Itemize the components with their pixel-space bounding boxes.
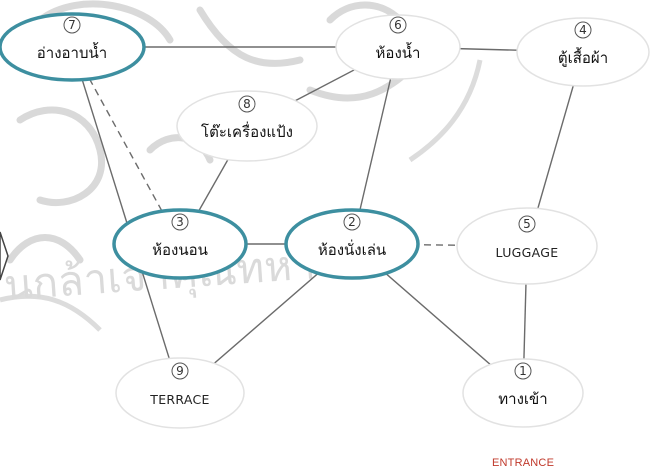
node-label: โต๊ะเครื่องแป้ง: [201, 121, 293, 141]
node-label: ห้องน้ำ: [376, 42, 421, 62]
side-arrow-marker: [0, 231, 9, 281]
node-n4: 4 ตู้เสื้อผ้า: [516, 17, 650, 87]
node-number: 7: [68, 18, 76, 32]
node-number: 4: [579, 23, 587, 37]
node-number: 9: [176, 364, 184, 378]
node-label: ตู้เสื้อผ้า: [558, 47, 608, 67]
node-number: 1: [519, 364, 527, 378]
node-number-circle: [389, 16, 407, 34]
node-ellipse: [0, 12, 146, 82]
node-number: 5: [523, 217, 531, 231]
node-n2: 2 ห้องนั่งเล่น: [284, 208, 420, 280]
node-n6: 6 ห้องน้ำ: [335, 14, 461, 80]
node-ellipse: [456, 207, 598, 285]
node-label: LUGGAGE: [496, 245, 559, 260]
node-ellipse: [176, 90, 318, 162]
node-number-circle: [343, 213, 361, 231]
node-number-circle: [238, 95, 256, 113]
node-number: 2: [348, 215, 356, 229]
node-n1: 1 ทางเข้า: [462, 358, 584, 428]
node-ellipse: [115, 357, 245, 429]
edge-n7-n9: [71, 46, 181, 394]
node-n3: 3 ห้องนอน: [112, 208, 248, 280]
node-n8: 8 โต๊ะเครื่องแป้ง: [176, 90, 318, 162]
node-number-circle: [63, 16, 81, 34]
node-ellipse: [284, 208, 420, 280]
nodes: 7 อ่างอาบน้ำ 6 ห้องน้ำ 4 ตู้เสื้อผ้า 8 โต๊ะเครื…: [0, 12, 650, 429]
node-number: 8: [243, 97, 251, 111]
node-label: ทางเข้า: [498, 390, 547, 408]
node-label: ห้องนั่งเล่น: [318, 239, 386, 259]
node-label: ห้องนอน: [152, 241, 208, 259]
node-label: TERRACE: [149, 392, 209, 407]
node-number-circle: [514, 362, 532, 380]
node-n7: 7 อ่างอาบน้ำ: [0, 12, 146, 82]
node-number-circle: [171, 362, 189, 380]
node-number-circle: [518, 215, 536, 233]
entrance-label: ENTRANCE: [492, 457, 554, 469]
node-label: อ่างอาบน้ำ: [37, 42, 107, 62]
node-ellipse: [112, 208, 248, 280]
node-ellipse: [462, 358, 584, 428]
node-ellipse: [516, 17, 650, 87]
node-number-circle: [574, 21, 592, 39]
node-number-circle: [171, 213, 189, 231]
node-ellipse: [335, 14, 461, 80]
node-number: 6: [394, 18, 402, 32]
node-number: 3: [176, 215, 184, 229]
